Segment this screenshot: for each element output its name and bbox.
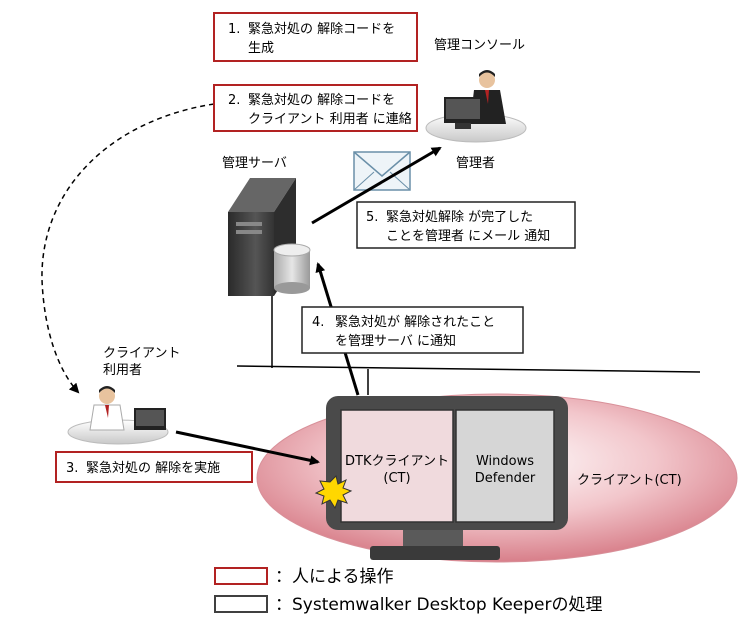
defender-label-line2: Defender <box>475 471 536 486</box>
step-1-line2: 生成 <box>248 41 274 56</box>
step-5-line1: 緊急対処解除 が完了した <box>386 210 533 225</box>
step-4-line1: 緊急対処が 解除されたこと <box>335 315 495 330</box>
network-line <box>236 365 701 373</box>
dtk-client-label-line2: (CT) <box>383 471 410 486</box>
step-4-num: 4. <box>312 315 324 330</box>
arrow-user-to-client <box>175 430 320 466</box>
management-server-icon <box>228 178 311 296</box>
step-1-line1: 緊急対処の 解除コードを <box>248 22 395 37</box>
admin-label: 管理者 <box>456 156 495 171</box>
step-2-box: 2. 緊急対処の 解除コードを クライアント 利用者 に連絡 <box>213 84 418 132</box>
legend-system-label: ：Systemwalker Desktop Keeperの処理 <box>275 595 603 615</box>
step-5-num: 5. <box>366 210 378 225</box>
step-4-line2: を管理サーバ に通知 <box>335 333 456 349</box>
server-label: 管理サーバ <box>222 156 287 171</box>
dtk-client-label-line1: DTKクライアント <box>345 454 449 469</box>
legend: ：人による操作 ：Systemwalker Desktop Keeperの処理 <box>214 567 603 615</box>
step-2-line1: 緊急対処の 解除コードを <box>248 93 395 108</box>
step-5-box: 5. 緊急対処解除 が完了した ことを管理者 にメール 通知 <box>356 201 576 249</box>
step-4-box: 4. 緊急対処が 解除されたこと を管理サーバ に通知 <box>301 306 524 354</box>
admin-person-icon <box>425 70 527 143</box>
legend-human-swatch <box>214 567 268 585</box>
alert-burst-icon <box>314 475 353 510</box>
client-user-label-line1: クライアント <box>103 346 180 361</box>
step-5-line2: ことを管理者 にメール 通知 <box>386 228 550 244</box>
arrow-server-to-admin <box>311 146 442 225</box>
step-1-box: 1. 緊急対処の 解除コードを 生成 <box>213 12 418 62</box>
step-3-box: 3. 緊急対処の 解除を実施 <box>55 451 253 483</box>
defender-label-line1: Windows <box>476 454 534 469</box>
client-user-label-line2: 利用者 <box>103 363 142 378</box>
client-ct-label: クライアント(CT) <box>577 473 682 488</box>
client-user-icon <box>67 386 169 445</box>
step-2-line2: クライアント 利用者 に連絡 <box>248 111 412 127</box>
console-label: 管理コンソール <box>434 38 525 53</box>
step-3-line1: 緊急対処の 解除を実施 <box>86 460 220 476</box>
step-3-num: 3. <box>66 461 78 476</box>
step-1-num: 1. <box>228 22 240 37</box>
legend-system-swatch <box>214 595 268 613</box>
client-monitor <box>326 396 568 560</box>
legend-human-label: ：人による操作 <box>275 567 394 587</box>
step-2-num: 2. <box>228 93 240 108</box>
